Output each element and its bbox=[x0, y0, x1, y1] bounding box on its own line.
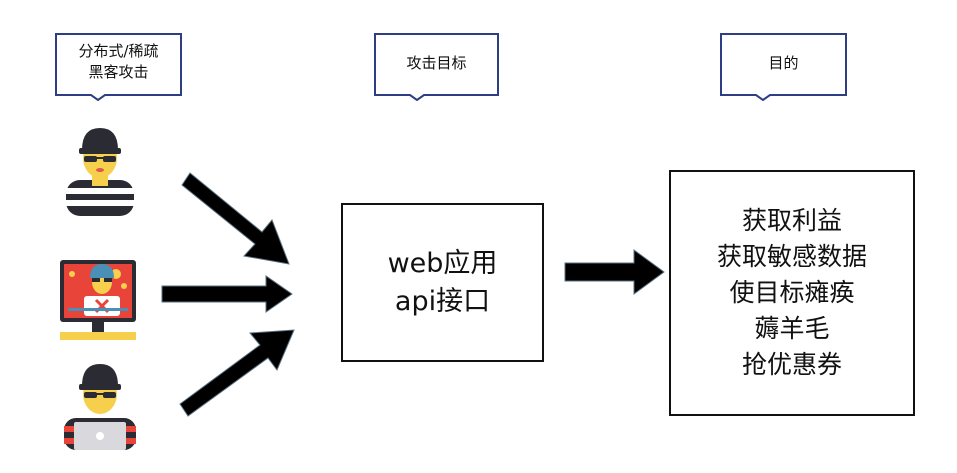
arrow-icon bbox=[179, 329, 295, 417]
goal-line: 薅羊毛 bbox=[754, 314, 830, 343]
attacker-callout: 分布式/稀疏 黑客攻击 bbox=[55, 33, 182, 101]
callout-shape bbox=[720, 33, 847, 101]
goal-label: 目的 bbox=[768, 54, 799, 72]
target-box: web应用 api接口 bbox=[341, 203, 544, 362]
goal-callout: 目的 bbox=[720, 33, 847, 101]
attacker-label: 分布式/稀疏 黑客攻击 bbox=[55, 41, 182, 83]
callout-shape bbox=[55, 33, 182, 101]
callout-shape bbox=[374, 33, 499, 101]
arrow-icon bbox=[181, 172, 290, 265]
target-label: 攻击目标 bbox=[406, 54, 467, 72]
arrow-icon bbox=[564, 249, 665, 295]
goal-line: 获取利益 bbox=[741, 206, 842, 235]
goal-line: 抢优惠券 bbox=[741, 350, 842, 379]
hacker-laptop-icon bbox=[64, 364, 136, 450]
goal-box: 获取利益 获取敏感数据 使目标瘫痪 薅羊毛 抢优惠券 bbox=[669, 170, 915, 416]
infected-monitor-icon bbox=[60, 260, 136, 340]
attacker-label-line-1: 分布式/稀疏 bbox=[78, 42, 159, 60]
attacker-label-line-2: 黑客攻击 bbox=[88, 63, 149, 81]
hacker-icon bbox=[66, 128, 134, 216]
target-callout: 攻击目标 bbox=[374, 33, 499, 101]
goal-line: 使目标瘫痪 bbox=[729, 278, 855, 307]
arrow-icon bbox=[161, 275, 293, 313]
goal-line: 获取敏感数据 bbox=[716, 242, 867, 271]
target-line: api接口 bbox=[394, 285, 491, 317]
target-line: web应用 bbox=[387, 247, 498, 279]
